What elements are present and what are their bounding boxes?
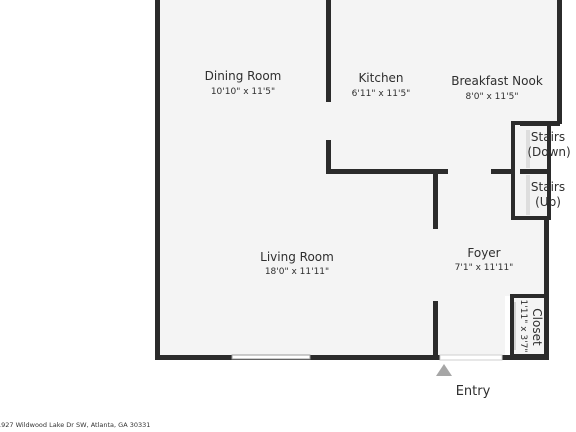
stairs-divider [520,169,549,174]
wall-left [155,0,160,360]
stairs-up-label-line2: (Up) [535,195,561,209]
wall-kitchen-stub [326,140,331,174]
window-bottom [231,354,311,360]
wall-right-lower [544,218,549,360]
living-room-name: Living Room [260,250,334,264]
stairs-up-treads [526,175,530,215]
closet-box [510,294,548,358]
breakfast-nook-name: Breakfast Nook [451,74,543,88]
closet-dims: 1'11" x 3'7" [518,300,528,353]
foyer-dims: 7'1" x 11'11" [455,263,514,273]
wall-kitchen-bottom [326,169,448,174]
wall-foyer-lower [433,301,438,360]
wall-nook-bottom [491,169,521,174]
wall-dining-kitchen [326,0,331,102]
wall-right-top [557,0,562,124]
foyer-name: Foyer [467,246,500,260]
living-room-dims: 18'0" x 11'11" [265,267,329,277]
wall-stairs-top-ext [520,121,560,126]
dining-room-name: Dining Room [205,69,282,83]
kitchen-dims: 6'11" x 11'5" [352,89,411,99]
breakfast-nook-dims: 8'0" x 11'5" [466,92,519,102]
address-text: 1927 Wildwood Lake Dr SW, Atlanta, GA 30… [0,421,150,429]
entry-arrow-icon [436,364,452,376]
stairs-up-label-line1: Stairs [531,180,565,194]
floor-area [160,0,560,356]
entry-opening [439,354,503,361]
kitchen-name: Kitchen [358,71,403,85]
dining-room-dims: 10'10" x 11'5" [211,87,275,97]
stairs-down-label-line1: Stairs [531,130,565,144]
wall-foyer-upper [433,169,438,229]
closet-name: Closet [530,308,544,346]
stairs-down-treads [526,130,530,168]
entry-label: Entry [456,384,491,399]
stairs-down-label-line2: (Down) [527,145,570,159]
